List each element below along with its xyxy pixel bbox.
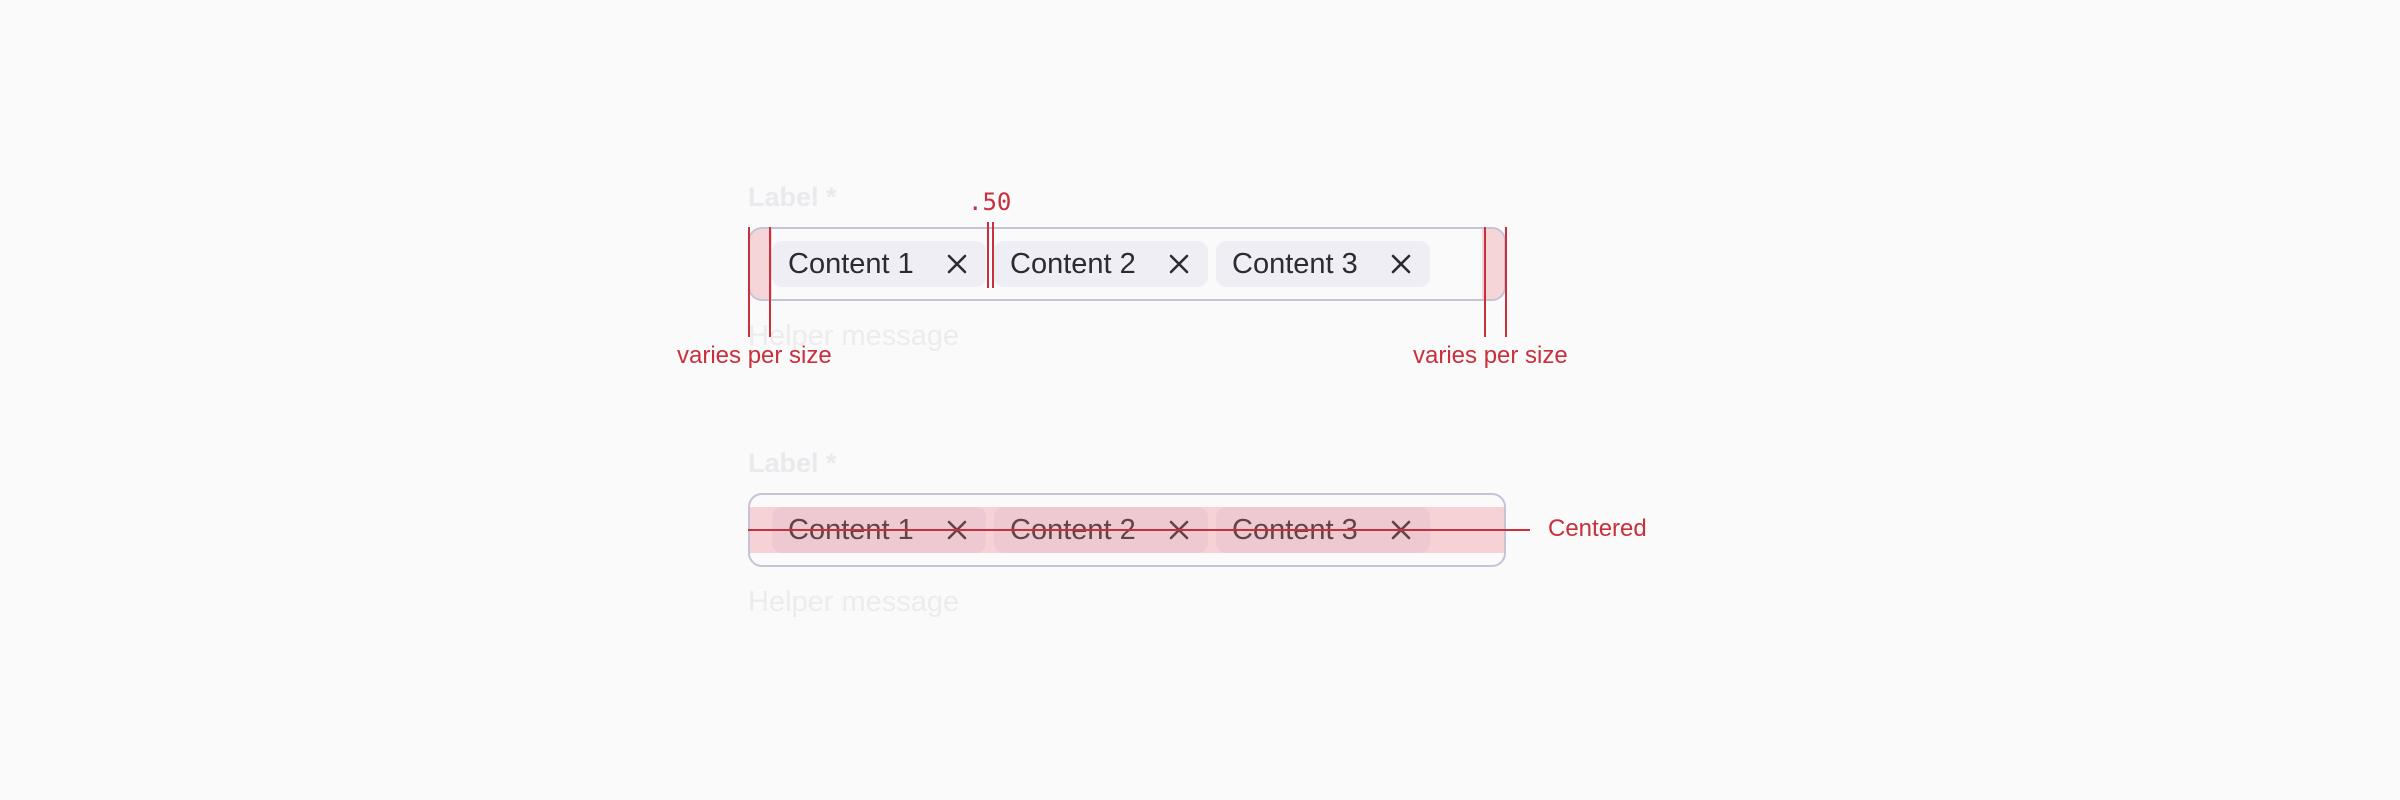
left-padding-annotation: varies per size [677, 342, 832, 369]
gap-marker-right [992, 222, 994, 288]
left-padding-highlight [750, 229, 772, 299]
right-padding-marker-inner [1484, 227, 1486, 337]
gap-marker-left [987, 222, 989, 288]
chip-label: Content 3 [1232, 247, 1358, 280]
chip-label: Content 1 [788, 247, 914, 280]
left-padding-marker-outer [748, 227, 750, 337]
centered-annotation: Centered [1548, 515, 1647, 542]
gap-annotation: .50 [968, 188, 1012, 216]
chip-input-field[interactable]: Content 1 Content 2 Content 3 [748, 227, 1506, 301]
chip[interactable]: Content 2 [994, 241, 1208, 287]
right-padding-highlight [1482, 229, 1504, 299]
field-label: Label * [748, 448, 837, 478]
right-padding-marker-outer [1505, 227, 1507, 337]
close-icon[interactable] [946, 253, 968, 275]
chip-label: Content 2 [1010, 247, 1136, 280]
chip[interactable]: Content 3 [1216, 241, 1430, 287]
chip[interactable]: Content 1 [772, 241, 986, 287]
close-icon[interactable] [1390, 253, 1412, 275]
close-icon[interactable] [1168, 253, 1190, 275]
right-padding-annotation: varies per size [1413, 342, 1568, 369]
helper-message: Helper message [748, 586, 960, 618]
field-label: Label * [748, 182, 837, 212]
left-padding-marker-inner [769, 227, 771, 337]
helper-message: Helper message [748, 320, 960, 352]
center-line [748, 529, 1530, 531]
